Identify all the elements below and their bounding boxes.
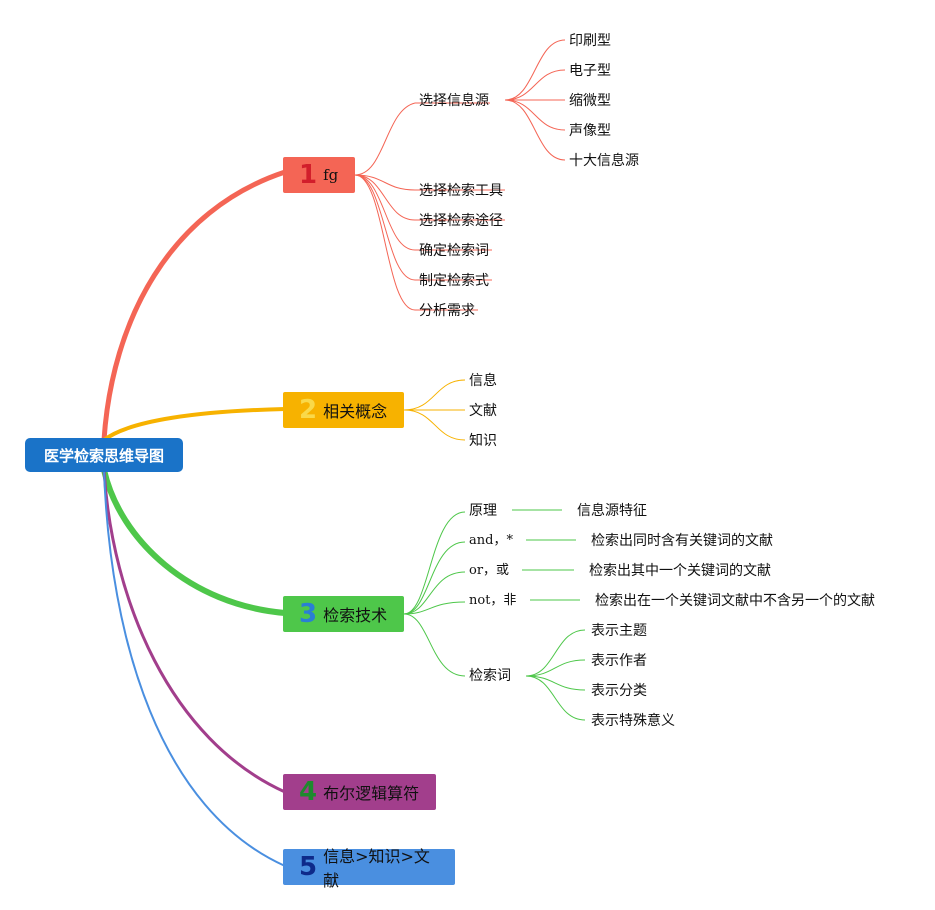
branch-3-child-5-sub-3[interactable]: 表示分类	[591, 683, 647, 699]
branch-1-child-5[interactable]: 制定检索式	[419, 273, 489, 289]
branch-1-label: fg	[323, 166, 339, 184]
branch-2-number: 2	[299, 395, 318, 425]
branch-3-child-5[interactable]: 检索词	[469, 668, 511, 684]
branch-1-child-6[interactable]: 分析需求	[419, 303, 475, 319]
link-root-branch-2	[102, 407, 287, 442]
branch-1-links	[354, 39, 566, 311]
branch-3-child-2[interactable]: and，*	[469, 533, 513, 548]
branch-3-child-5-sub-1[interactable]: 表示主题	[591, 623, 647, 639]
branch-3-child-5-sub-4[interactable]: 表示特殊意义	[591, 713, 675, 729]
branch-1-child-3[interactable]: 选择检索途径	[419, 213, 503, 229]
branch-3-child-1-detail[interactable]: 信息源特征	[577, 503, 647, 519]
root-topic-label: 医学检索思维导图	[43, 446, 164, 465]
branch-5-number: 5	[299, 852, 318, 882]
branch-3-child-5-sub-2[interactable]: 表示作者	[591, 653, 647, 669]
branch-3-links	[403, 509, 586, 721]
branch-5-topic[interactable]: 5 信息>知识>文献	[283, 847, 455, 890]
branch-3-label: 检索技术	[323, 606, 388, 625]
branch-1-child-1[interactable]: 选择信息源	[419, 93, 489, 109]
branch-1-topic[interactable]: 1 fg	[283, 157, 355, 193]
branch-1-child-1-sub-3[interactable]: 缩微型	[569, 93, 611, 109]
link-root-branch-1	[101, 169, 288, 443]
branch-3-child-2-detail[interactable]: 检索出同时含有关键词的文献	[591, 533, 773, 549]
link-root-branch-4	[102, 468, 287, 794]
branch-1-child-2[interactable]: 选择检索工具	[419, 183, 503, 199]
branch-3-child-4-detail[interactable]: 检索出在一个关键词文献中不含另一个的文献	[595, 593, 875, 609]
link-root-branch-5	[103, 469, 286, 867]
branch-2-child-3[interactable]: 知识	[469, 433, 497, 449]
branch-3-child-1[interactable]: 原理	[469, 503, 497, 519]
branch-2-label: 相关概念	[323, 402, 388, 421]
branch-3-child-3-detail[interactable]: 检索出其中一个关键词的文献	[589, 563, 771, 579]
branch-5-label: 信息>知识>文献	[323, 847, 430, 890]
branch-2-links	[403, 379, 466, 441]
branch-1-child-1-sub-2[interactable]: 电子型	[569, 63, 611, 79]
root-topic[interactable]: 医学检索思维导图	[25, 438, 183, 472]
branch-2-topic[interactable]: 2 相关概念	[283, 392, 404, 428]
branch-2-child-1[interactable]: 信息	[469, 373, 497, 389]
branch-3-topic[interactable]: 3 检索技术	[283, 596, 404, 632]
branch-1-child-1-sub-4[interactable]: 声像型	[569, 123, 611, 139]
branch-3-child-4[interactable]: not，非	[469, 593, 517, 608]
link-root-branch-3	[101, 467, 288, 616]
branch-3-child-3[interactable]: or，或	[469, 563, 510, 578]
branch-3-number: 3	[299, 599, 318, 629]
branch-1-number: 1	[299, 160, 318, 190]
branch-4-label: 布尔逻辑算符	[323, 784, 420, 803]
branch-2-child-2[interactable]: 文献	[469, 403, 497, 419]
branch-4-number: 4	[299, 777, 318, 807]
branch-1-child-1-sub-1[interactable]: 印刷型	[569, 33, 611, 49]
branch-1-child-4[interactable]: 确定检索词	[419, 243, 489, 259]
branch-1-child-1-sub-5[interactable]: 十大信息源	[569, 153, 639, 169]
branch-4-topic[interactable]: 4 布尔逻辑算符	[283, 774, 436, 810]
